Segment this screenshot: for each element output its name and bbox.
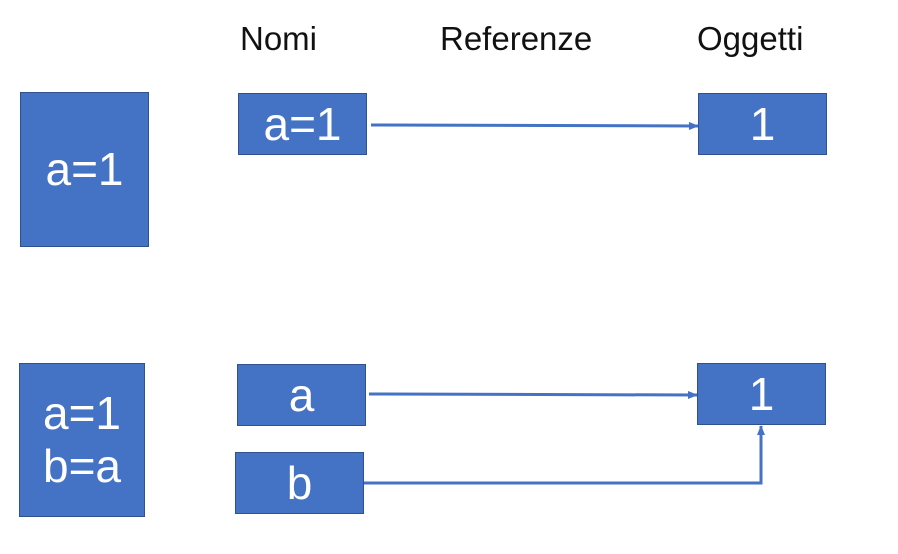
name-box-a: a	[237, 364, 366, 426]
code-box-row2: a=1 b=a	[19, 363, 145, 517]
code-text-row1: a=1	[45, 143, 124, 196]
header-references: Referenze	[440, 20, 593, 57]
name-box-b: b	[235, 452, 364, 514]
header-objects: Oggetti	[697, 20, 804, 57]
object-text-row2: 1	[748, 367, 775, 420]
name-text-b: b	[286, 456, 313, 509]
arrow-a-to-object2	[368, 390, 698, 399]
code-box-row1: a=1	[20, 92, 149, 247]
object-box-row2: 1	[697, 363, 826, 425]
object-box-row1: 1	[698, 93, 827, 155]
arrow-b-to-object2	[364, 425, 765, 485]
code-text-row2-line1: a=1	[42, 387, 122, 440]
arrow-a1-to-object1	[370, 121, 699, 130]
code-text-row2-line2: b=a	[42, 440, 122, 492]
name-text-a: a	[288, 368, 315, 421]
name-text-a1: a=1	[263, 97, 342, 150]
header-names: Nomi	[240, 20, 318, 57]
name-box-a1: a=1	[238, 93, 367, 155]
object-text-row1: 1	[749, 97, 776, 150]
